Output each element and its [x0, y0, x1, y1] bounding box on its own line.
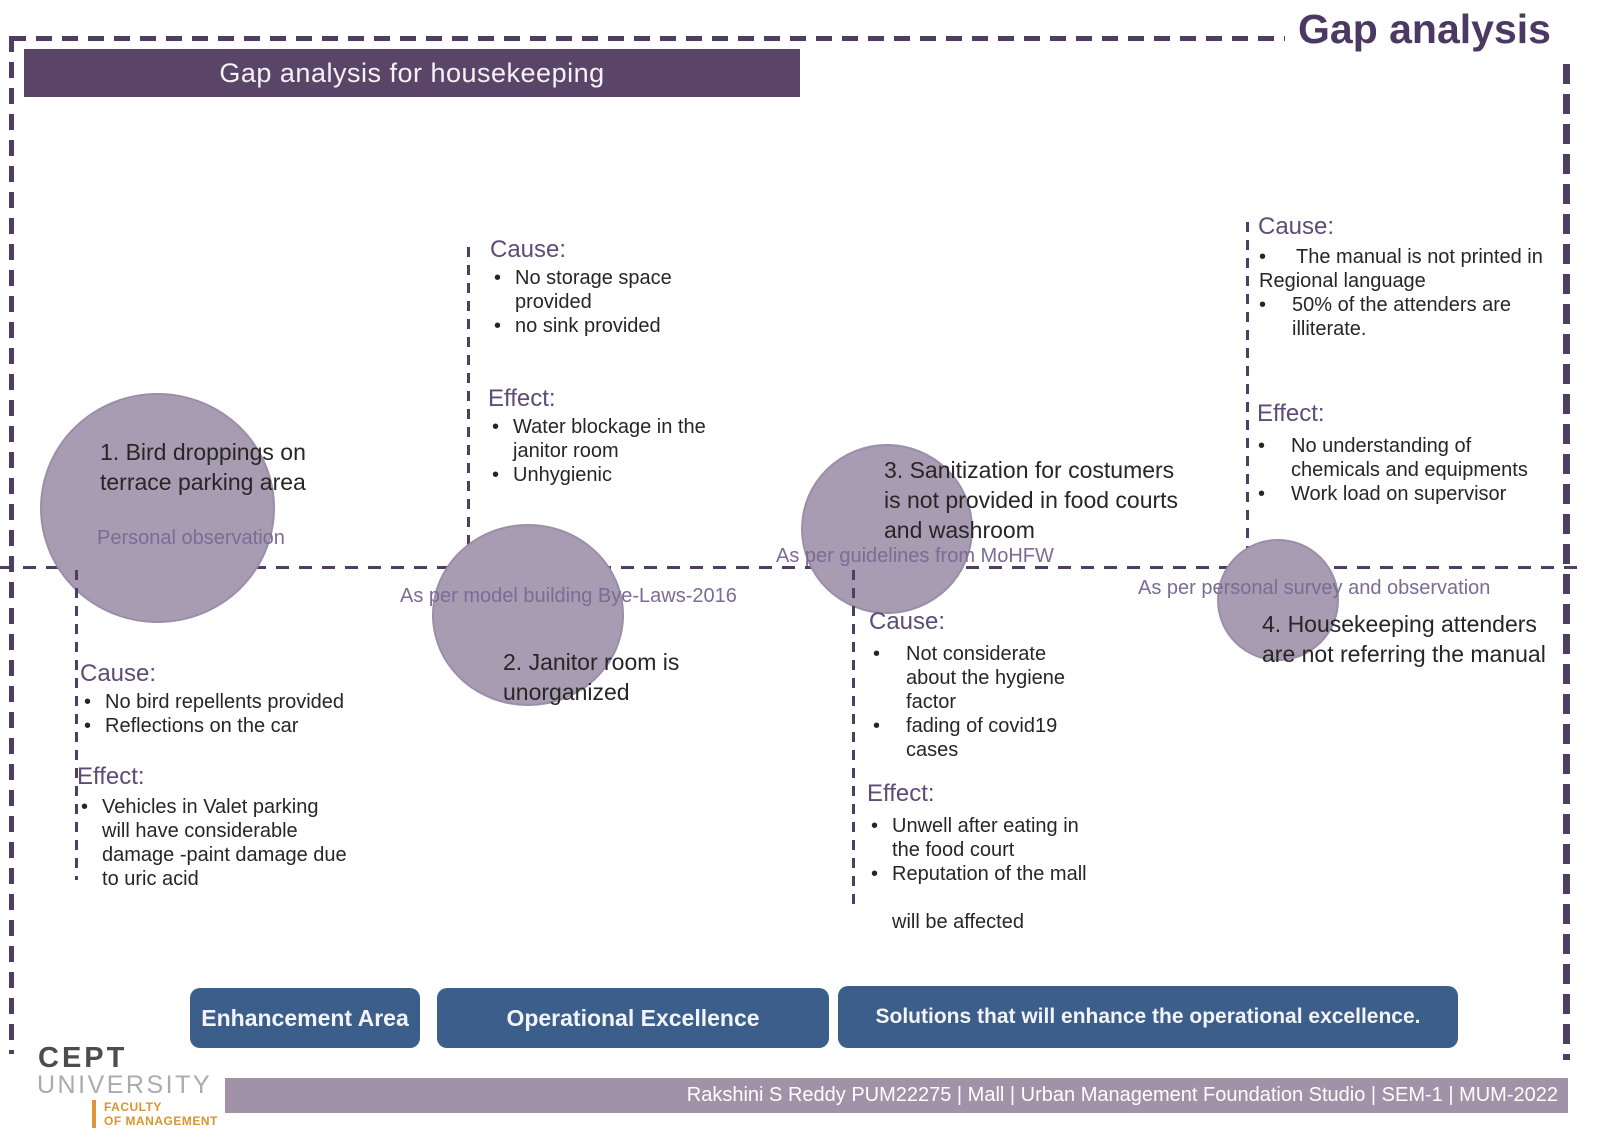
cept-logo-university: UNIVERSITY — [37, 1071, 213, 1099]
slide-banner-label: Gap analysis for housekeeping — [219, 57, 605, 88]
cept-logo-faculty-line2: OF MANAGEMENT — [104, 1114, 218, 1128]
issue-1-source-caption: Personal observation — [97, 527, 285, 549]
issue-1-cause-list: No bird repellents provided Reflections … — [84, 690, 344, 738]
issue-2-effect-list: Water blockage in the janitor room Unhyg… — [492, 415, 706, 487]
footer-credit-text: Rakshini S Reddy PUM22275 | Mall | Urban… — [686, 1084, 1558, 1106]
issue-1-cause-item: Reflections on the car — [84, 714, 344, 738]
border-top-dashed — [10, 36, 1285, 41]
issue-4-cause-heading: Cause: — [1258, 213, 1335, 240]
issue-1-bubble — [40, 393, 275, 623]
issue-4-cause-item: The manual is not printed in Regional la… — [1259, 245, 1543, 293]
issue-2-bubble — [432, 524, 624, 706]
issue-4-effect-item: Work load on supervisor — [1258, 482, 1528, 506]
legend-enhancement-area: Enhancement Area — [190, 988, 420, 1048]
issue-2-bubble-label: 2. Janitor room is unorganized — [503, 649, 680, 705]
issue-3-bubble — [801, 444, 973, 614]
issue-3-cause-item: fading of covid19 cases — [873, 714, 1065, 762]
issue-2-cause-heading: Cause: — [490, 236, 567, 263]
issue-3-effect-item: Reputation of the mall will be affected — [871, 862, 1087, 934]
issue-2-cause-item: no sink provided — [494, 314, 672, 338]
issue-3-effect-item: Unwell after eating in the food court — [871, 814, 1087, 862]
issue-3-cause-item: Not considerate about the hygiene factor — [873, 642, 1065, 714]
issue-1-cause-heading: Cause: — [80, 660, 157, 687]
issue-4-effect-item: No understanding of chemicals and equipm… — [1258, 434, 1528, 482]
page-title: Gap analysis — [1298, 6, 1551, 52]
issue-3-effect-list: Unwell after eating in the food court Re… — [871, 814, 1087, 934]
issue-2-connector-line — [467, 247, 470, 567]
timeline-dashed-line — [0, 566, 1582, 569]
issue-4-effect-heading: Effect: — [1257, 400, 1325, 427]
issue-4-cause-item: 50% of the attenders are illiterate. — [1259, 293, 1543, 341]
issue-1-cause-item: No bird repellents provided — [84, 690, 344, 714]
legend-operational-excellence-label: Operational Excellence — [506, 1004, 760, 1031]
issue-3-connector-line — [852, 570, 855, 905]
cept-logo-faculty: FACULTY OF MANAGEMENT — [92, 1100, 218, 1128]
legend-operational-excellence: Operational Excellence — [437, 988, 829, 1048]
issue-1-connector-line — [75, 570, 78, 880]
issue-2-effect-item: Water blockage in the janitor room — [492, 415, 706, 463]
border-right-dashed — [1563, 64, 1570, 1060]
issue-2-source-caption: As per model building Bye-Laws-2016 — [400, 585, 737, 607]
issue-2-effect-item: Unhygienic — [492, 463, 706, 487]
issue-1-effect-item: Vehicles in Valet parking will have cons… — [81, 795, 347, 891]
issue-3-cause-list: Not considerate about the hygiene factor… — [873, 642, 1065, 762]
issue-3-cause-heading: Cause: — [869, 608, 946, 635]
issue-1-effect-list: Vehicles in Valet parking will have cons… — [81, 795, 347, 891]
issue-4-source-caption: As per personal survey and observation — [1138, 577, 1491, 599]
issue-1-effect-heading: Effect: — [77, 763, 145, 790]
issue-4-connector-line — [1246, 222, 1249, 567]
legend-solutions-label: Solutions that will enhance the operatio… — [875, 1005, 1421, 1028]
footer-bar: Rakshini S Reddy PUM22275 | Mall | Urban… — [225, 1078, 1568, 1113]
issue-2-cause-item: No storage space provided — [494, 266, 672, 314]
issue-4-effect-list: No understanding of chemicals and equipm… — [1258, 434, 1528, 506]
issue-4-cause-list: The manual is not printed in Regional la… — [1259, 245, 1543, 341]
issue-1-bubble-label: 1. Bird droppings on terrace parking are… — [100, 439, 306, 495]
issue-3-source-caption: As per guidelines from MoHFW — [776, 545, 1054, 567]
issue-2-effect-heading: Effect: — [488, 385, 556, 412]
issue-2-cause-list: No storage space provided no sink provid… — [494, 266, 672, 338]
slide-banner: Gap analysis for housekeeping — [24, 49, 800, 97]
legend-enhancement-area-label: Enhancement Area — [201, 1004, 409, 1031]
issue-4-bubble — [1217, 539, 1339, 661]
cept-logo-wordmark: CEPT — [38, 1042, 128, 1074]
cept-logo-faculty-line1: FACULTY — [104, 1100, 162, 1114]
legend-solutions: Solutions that will enhance the operatio… — [838, 986, 1458, 1048]
issue-3-effect-heading: Effect: — [867, 780, 935, 807]
issue-3-bubble-label: 3. Sanitization for costumers is not pro… — [884, 457, 1179, 543]
issue-4-bubble-label: 4. Housekeeping attenders are not referr… — [1262, 611, 1546, 667]
border-left-dashed — [9, 36, 14, 1054]
